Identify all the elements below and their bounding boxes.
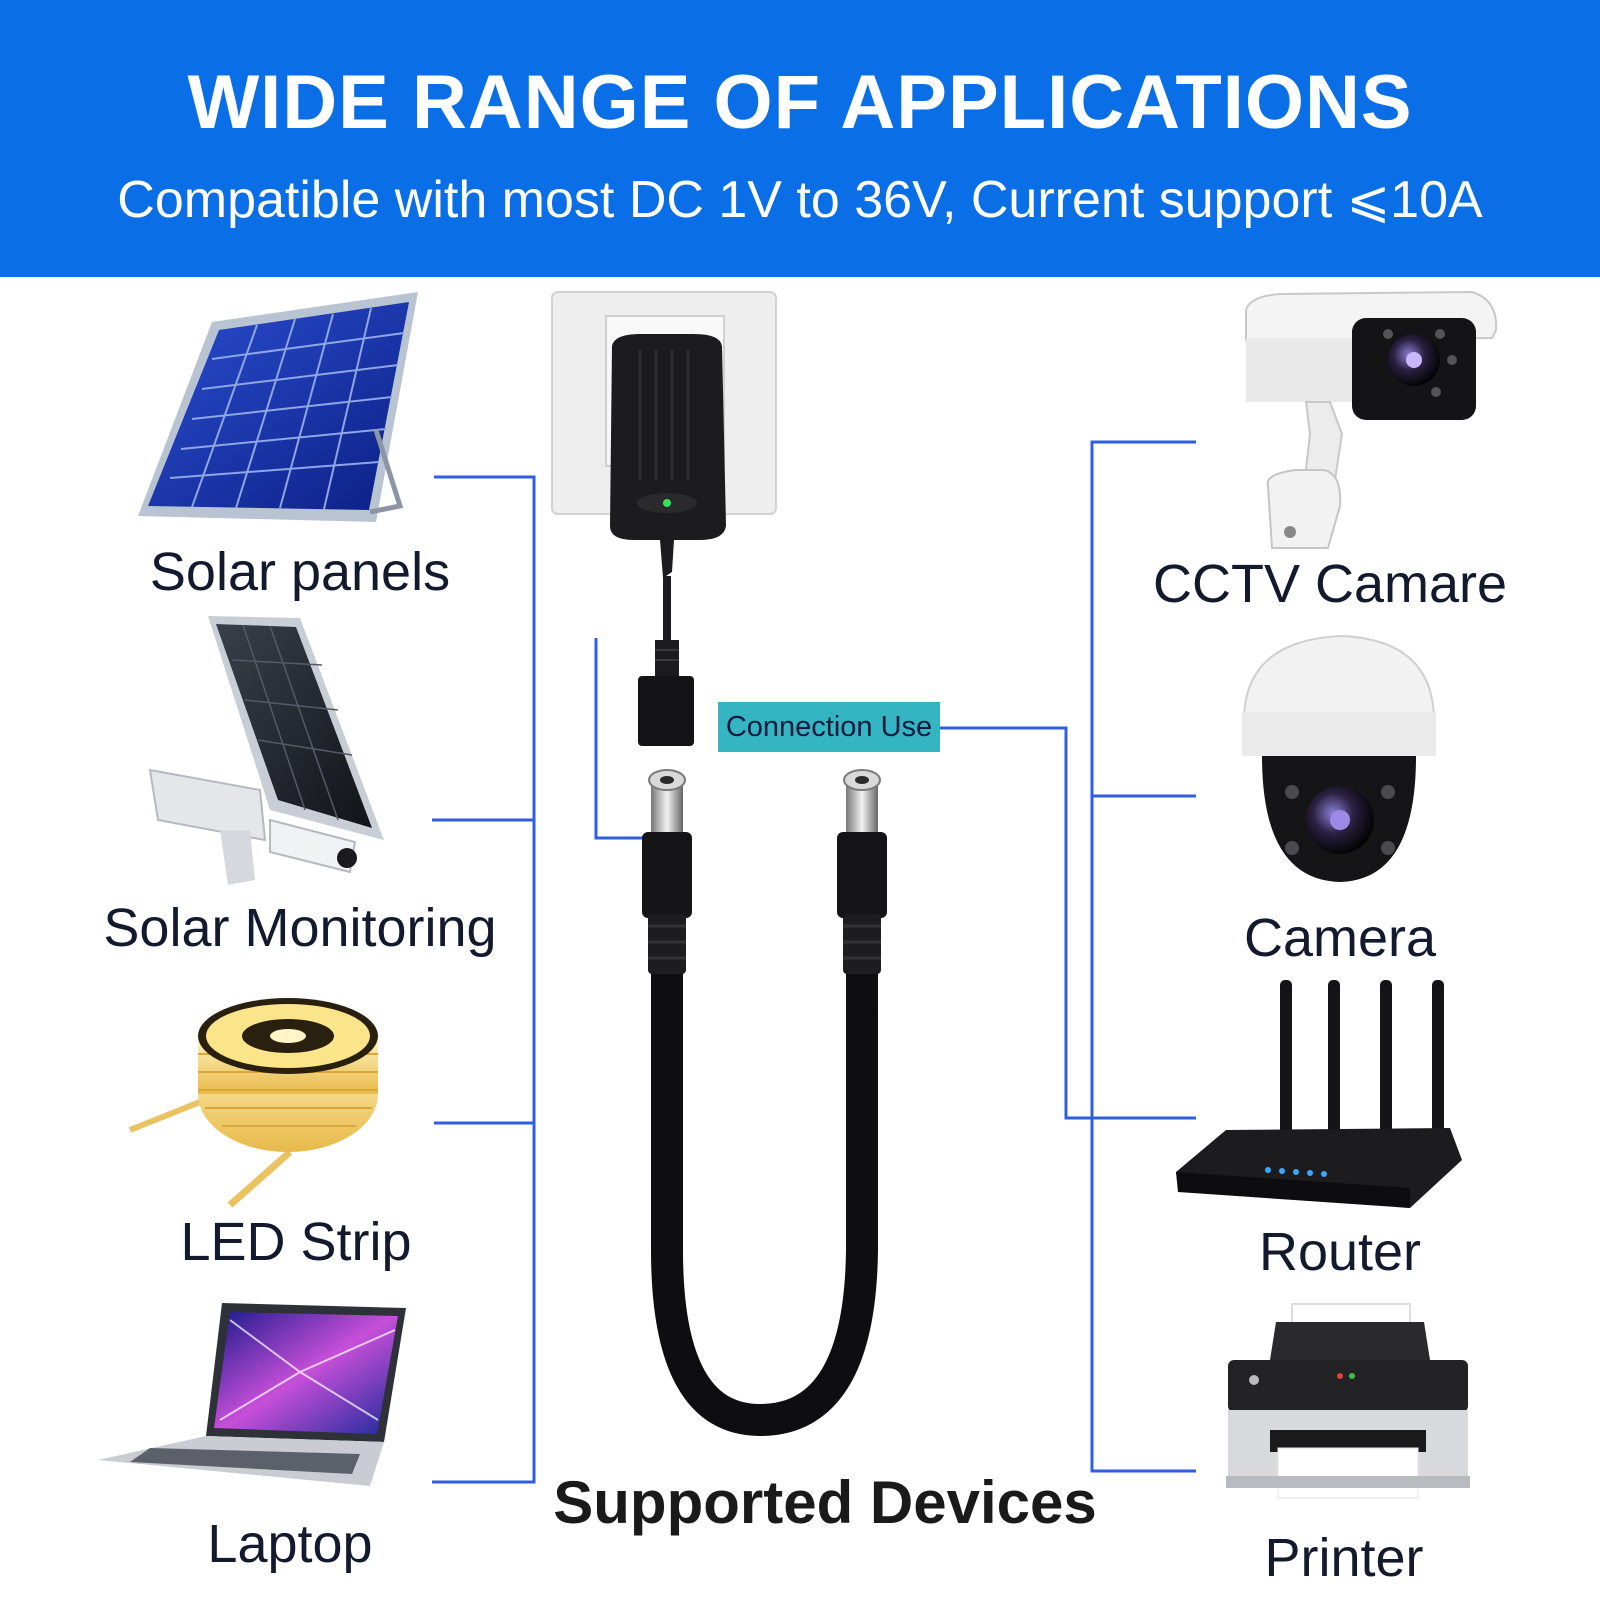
splitter-cable-icon (642, 769, 887, 1437)
device-label-router: Router (1258, 1222, 1422, 1282)
device-label-solar-panels: Solar panels (149, 542, 451, 602)
right-bracket (1090, 440, 1196, 1473)
printer-icon (1226, 1303, 1470, 1499)
led-strip-icon (128, 998, 378, 1208)
connection-use-badge: Connection Use (718, 702, 940, 752)
router-icon (1176, 980, 1462, 1208)
dome-camera-icon (1242, 634, 1436, 882)
laptop-icon (98, 1303, 406, 1486)
solar-monitoring-icon (148, 616, 384, 885)
device-label-camera: Camera (1243, 908, 1437, 968)
cctv-camera-icon (1245, 290, 1498, 549)
page-subtitle: Compatible with most DC 1V to 36V, Curre… (117, 171, 1483, 229)
device-label-led-strip: LED Strip (180, 1212, 412, 1272)
device-label-printer: Printer (1264, 1528, 1424, 1588)
header-banner: WIDE RANGE OF APPLICATIONS Compatible wi… (0, 0, 1600, 277)
adapter-to-left-plug (594, 638, 644, 840)
page-title: WIDE RANGE OF APPLICATIONS (187, 60, 1413, 145)
left-bracket (432, 475, 536, 1484)
badge-to-right-bus (940, 726, 1196, 1120)
device-label-solar-monitoring: Solar Monitoring (103, 898, 497, 958)
solar-panel-icon (138, 292, 418, 522)
connector-lines (432, 440, 1196, 1484)
power-adapter-icon (551, 291, 777, 746)
device-label-cctv-camare: CCTV Camare (1152, 554, 1508, 614)
device-label-laptop: Laptop (207, 1514, 373, 1574)
supported-devices-caption: Supported Devices (553, 1469, 1097, 1536)
